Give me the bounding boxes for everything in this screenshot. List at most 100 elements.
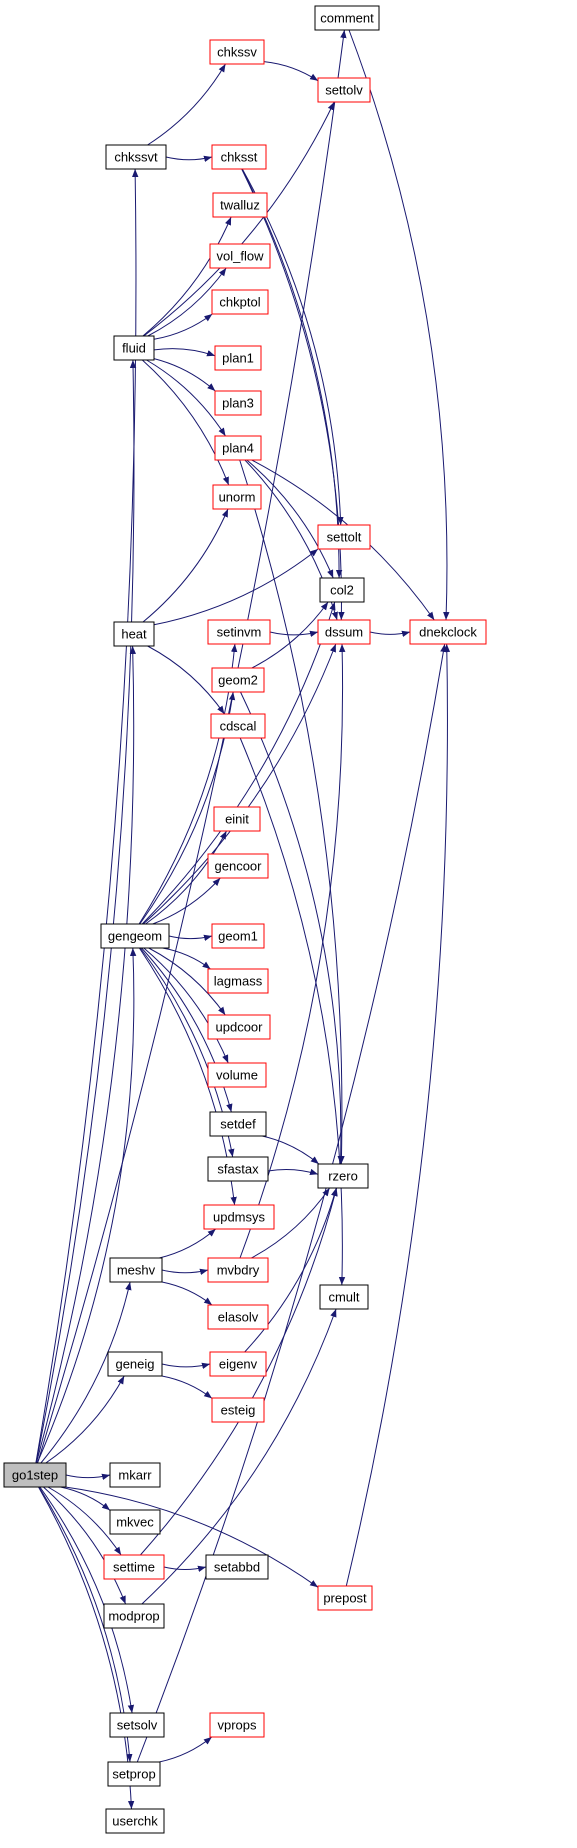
node-box-unorm[interactable]: [212, 484, 262, 510]
node-geneig[interactable]: geneig: [107, 1351, 163, 1377]
node-box-setdef[interactable]: [209, 1111, 267, 1137]
node-gengeom[interactable]: gengeom: [100, 923, 170, 949]
node-box-mvbdry[interactable]: [207, 1257, 269, 1283]
node-rzero[interactable]: rzero: [317, 1163, 369, 1189]
node-box-heat[interactable]: [113, 621, 155, 647]
node-box-setsolv[interactable]: [109, 1712, 165, 1738]
node-setabbd[interactable]: setabbd: [205, 1554, 269, 1580]
node-unorm[interactable]: unorm: [212, 484, 262, 510]
node-box-setabbd[interactable]: [205, 1554, 269, 1580]
node-col2[interactable]: col2: [319, 577, 365, 603]
node-box-meshv[interactable]: [109, 1257, 163, 1283]
node-box-geom2[interactable]: [211, 667, 265, 693]
node-elasolv[interactable]: elasolv: [207, 1304, 269, 1330]
node-box-cmult[interactable]: [319, 1284, 369, 1310]
node-box-settolv[interactable]: [317, 77, 371, 103]
node-box-comment[interactable]: [314, 5, 380, 31]
node-box-volume[interactable]: [207, 1062, 267, 1088]
node-vprops[interactable]: vprops: [209, 1712, 265, 1738]
node-box-geneig[interactable]: [107, 1351, 163, 1377]
node-sfastax[interactable]: sfastax: [207, 1156, 269, 1182]
node-geom2[interactable]: geom2: [211, 667, 265, 693]
node-box-updmsys[interactable]: [203, 1204, 275, 1230]
node-setsolv[interactable]: setsolv: [109, 1712, 165, 1738]
node-box-dnekclock[interactable]: [409, 619, 487, 645]
node-heat[interactable]: heat: [113, 621, 155, 647]
node-setdef[interactable]: setdef: [209, 1111, 267, 1137]
node-box-prepost[interactable]: [317, 1585, 373, 1611]
node-box-setinvm[interactable]: [207, 619, 271, 645]
node-settolv[interactable]: settolv: [317, 77, 371, 103]
node-cdscal[interactable]: cdscal: [210, 713, 266, 739]
node-dssum[interactable]: dssum: [317, 619, 371, 645]
node-box-gengeom[interactable]: [100, 923, 170, 949]
node-updmsys[interactable]: updmsys: [203, 1204, 275, 1230]
node-box-einit[interactable]: [213, 806, 261, 832]
node-box-go1step[interactable]: [3, 1462, 67, 1488]
node-box-modprop[interactable]: [103, 1603, 165, 1629]
node-box-vol_flow[interactable]: [209, 243, 271, 269]
node-box-cdscal[interactable]: [210, 713, 266, 739]
node-box-sfastax[interactable]: [207, 1156, 269, 1182]
node-setprop[interactable]: setprop: [107, 1761, 161, 1787]
node-volume[interactable]: volume: [207, 1062, 267, 1088]
node-chkptol[interactable]: chkptol: [211, 289, 269, 315]
node-plan3[interactable]: plan3: [214, 390, 262, 416]
node-settolt[interactable]: settolt: [317, 524, 371, 550]
node-box-userchk[interactable]: [105, 1808, 165, 1834]
node-meshv[interactable]: meshv: [109, 1257, 163, 1283]
node-prepost[interactable]: prepost: [317, 1585, 373, 1611]
node-box-vprops[interactable]: [209, 1712, 265, 1738]
node-box-eigenv[interactable]: [209, 1351, 267, 1377]
node-dnekclock[interactable]: dnekclock: [409, 619, 487, 645]
node-plan4[interactable]: plan4: [214, 435, 262, 461]
node-settime[interactable]: settime: [103, 1554, 165, 1580]
node-box-col2[interactable]: [319, 577, 365, 603]
node-mkvec[interactable]: mkvec: [109, 1509, 161, 1535]
node-box-chkssv[interactable]: [209, 39, 265, 65]
node-modprop[interactable]: modprop: [103, 1603, 165, 1629]
node-einit[interactable]: einit: [213, 806, 261, 832]
node-vol_flow[interactable]: vol_flow: [209, 243, 271, 269]
node-box-fluid[interactable]: [113, 335, 155, 361]
node-box-chkssvt[interactable]: [105, 144, 167, 170]
node-gencoor[interactable]: gencoor: [207, 853, 269, 879]
node-esteig[interactable]: esteig: [211, 1397, 265, 1423]
node-setinvm[interactable]: setinvm: [207, 619, 271, 645]
node-box-geom1[interactable]: [211, 923, 265, 949]
node-comment[interactable]: comment: [314, 5, 380, 31]
node-eigenv[interactable]: eigenv: [209, 1351, 267, 1377]
node-box-plan4[interactable]: [214, 435, 262, 461]
node-fluid[interactable]: fluid: [113, 335, 155, 361]
node-mvbdry[interactable]: mvbdry: [207, 1257, 269, 1283]
node-box-esteig[interactable]: [211, 1397, 265, 1423]
node-box-twalluz[interactable]: [212, 192, 268, 218]
node-lagmass[interactable]: lagmass: [207, 968, 269, 994]
node-box-dssum[interactable]: [317, 619, 371, 645]
node-geom1[interactable]: geom1: [211, 923, 265, 949]
node-box-chkptol[interactable]: [211, 289, 269, 315]
node-mkarr[interactable]: mkarr: [109, 1462, 161, 1488]
node-box-setprop[interactable]: [107, 1761, 161, 1787]
node-box-mkarr[interactable]: [109, 1462, 161, 1488]
node-box-lagmass[interactable]: [207, 968, 269, 994]
node-cmult[interactable]: cmult: [319, 1284, 369, 1310]
node-go1step[interactable]: go1step: [3, 1462, 67, 1488]
node-box-plan3[interactable]: [214, 390, 262, 416]
node-box-rzero[interactable]: [317, 1163, 369, 1189]
node-chkssvt[interactable]: chkssvt: [105, 144, 167, 170]
node-chksst[interactable]: chksst: [211, 144, 267, 170]
node-box-chksst[interactable]: [211, 144, 267, 170]
node-updcoor[interactable]: updcoor: [207, 1014, 271, 1040]
node-box-settolt[interactable]: [317, 524, 371, 550]
node-userchk[interactable]: userchk: [105, 1808, 165, 1834]
node-box-updcoor[interactable]: [207, 1014, 271, 1040]
node-box-gencoor[interactable]: [207, 853, 269, 879]
node-twalluz[interactable]: twalluz: [212, 192, 268, 218]
node-box-mkvec[interactable]: [109, 1509, 161, 1535]
node-box-settime[interactable]: [103, 1554, 165, 1580]
node-box-plan1[interactable]: [214, 345, 262, 371]
node-plan1[interactable]: plan1: [214, 345, 262, 371]
node-box-elasolv[interactable]: [207, 1304, 269, 1330]
node-chkssv[interactable]: chkssv: [209, 39, 265, 65]
